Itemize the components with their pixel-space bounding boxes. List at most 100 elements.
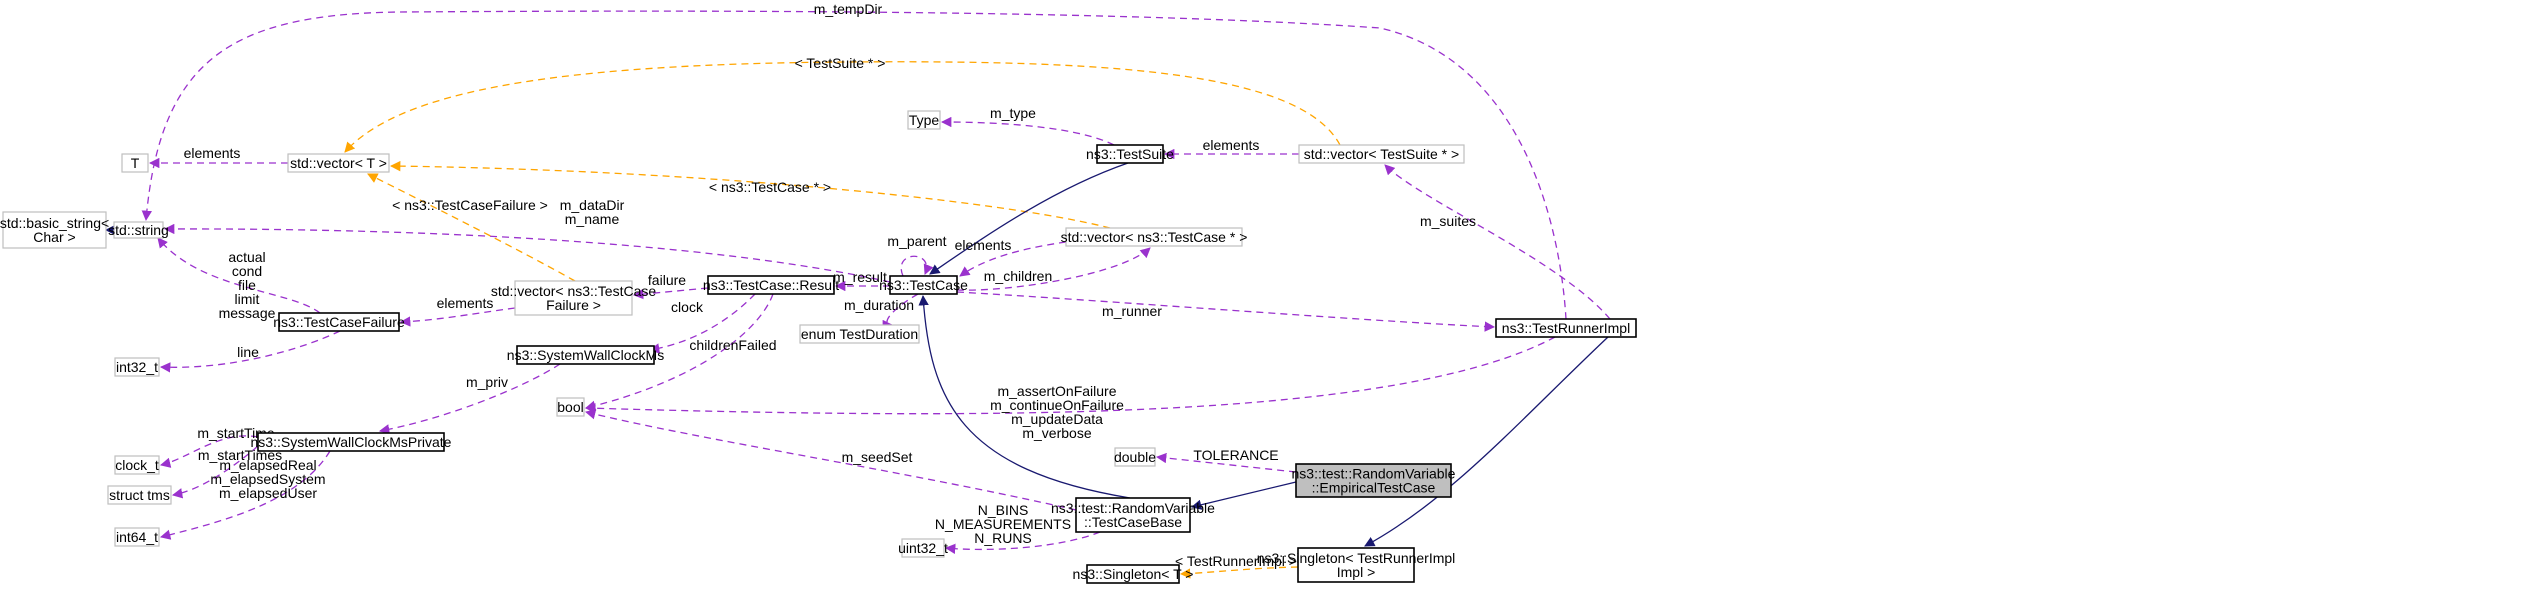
edge-label: TOLERANCE <box>1193 447 1278 463</box>
node-label: ns3::TestRunnerImpl <box>1502 320 1630 336</box>
edge-label: childrenFailed <box>689 337 776 353</box>
node-TestCase[interactable]: ns3::TestCase <box>879 275 968 295</box>
edge-inherit-TestCase <box>918 294 1131 499</box>
node-struct-tms[interactable]: struct tms <box>107 485 172 505</box>
node-label: int32_t <box>116 359 158 375</box>
node-std-basic-string[interactable]: std::basic_string<Char > <box>0 211 109 249</box>
edge-label: N_BINS <box>978 502 1029 518</box>
edge-inherit-TestSuite <box>929 162 1129 275</box>
node-label: struct tms <box>109 487 170 503</box>
node-label: ns3::SystemWallClockMs <box>507 347 664 363</box>
edge-label: < ns3::TestCaseFailure > <box>392 197 548 213</box>
node-box <box>107 485 172 505</box>
edge-startTimes <box>171 445 259 499</box>
node-RV-TestCaseBase[interactable]: ns3::test::RandomVariable::TestCaseBase <box>1051 497 1215 533</box>
node-enum-TestDuration[interactable]: enum TestDuration <box>799 324 920 344</box>
node-T[interactable]: T <box>121 153 149 173</box>
node-label: ns3::TestCaseFailure <box>273 314 405 330</box>
node-label: bool <box>557 399 583 415</box>
edge-label: message <box>219 305 276 321</box>
edge-label: elements <box>184 145 241 161</box>
node-TestCaseResult[interactable]: ns3::TestCase::Result <box>703 275 839 295</box>
edge-seedSet <box>584 409 1077 511</box>
node-vector-TestCaseFailure[interactable]: std::vector< ns3::TestCaseFailure > <box>491 280 657 316</box>
edge-parent <box>900 255 934 277</box>
node-TestSuite[interactable]: ns3::TestSuite <box>1086 144 1174 164</box>
node-int32-t[interactable]: int32_t <box>114 357 160 377</box>
edge-label: m_name <box>565 211 620 227</box>
edge-runner-flags <box>584 336 1556 415</box>
node-vector-TestSuite[interactable]: std::vector< TestSuite * > <box>1298 144 1465 164</box>
node-box <box>114 455 160 475</box>
edge-label: m_updateData <box>1011 411 1103 427</box>
node-box <box>278 312 400 332</box>
node-label: int64_t <box>116 529 158 545</box>
edge-label: line <box>237 344 259 360</box>
node-EmpiricalTestCase[interactable]: ns3::test::RandomVariable::EmpiricalTest… <box>1292 463 1456 498</box>
edge-tpl-TestSuite <box>344 61 1341 153</box>
node-std-string[interactable]: std::string <box>108 221 169 239</box>
node-box <box>516 345 655 365</box>
edge-startTime <box>159 435 259 468</box>
node-double[interactable]: double <box>1114 447 1156 467</box>
node-label: double <box>1114 449 1156 465</box>
edge-clock <box>648 293 756 354</box>
node-box <box>114 527 160 547</box>
node-label: ns3::TestCase::Result <box>703 277 839 293</box>
node-box <box>799 324 920 344</box>
node-uint32-t[interactable]: uint32_t <box>898 538 948 558</box>
edge-dataDir <box>163 223 891 283</box>
node-label: clock_t <box>115 457 159 473</box>
node-label: Type <box>909 112 940 128</box>
edge-label: clock <box>671 299 704 315</box>
node-box <box>907 110 941 130</box>
node-box <box>1297 547 1415 583</box>
edge-label: N_MEASUREMENTS <box>935 516 1071 532</box>
edge-inherit-Base <box>1190 481 1297 510</box>
node-vector-TestCase[interactable]: std::vector< ns3::TestCase * > <box>1061 227 1248 247</box>
edge-label: elements <box>437 295 494 311</box>
node-box <box>114 357 160 377</box>
node-bool[interactable]: bool <box>556 397 585 417</box>
node-box <box>257 432 445 452</box>
edge-label: < ns3::TestCase * > <box>709 179 831 195</box>
edge-tpl-Singleton <box>1179 566 1299 579</box>
edge-label: m_continueOnFailure <box>990 397 1124 413</box>
edge-type <box>940 116 1115 146</box>
node-box <box>1096 144 1164 164</box>
node-Singleton-T[interactable]: ns3::Singleton< T > <box>1073 564 1194 584</box>
edge-label: N_RUNS <box>974 530 1032 546</box>
node-TestRunnerImpl[interactable]: ns3::TestRunnerImpl <box>1495 318 1637 338</box>
edge-label: m_elapsedUser <box>219 485 317 501</box>
edge-label: m_elapsedReal <box>219 457 316 473</box>
edge-label: m_suites <box>1420 213 1476 229</box>
node-label: ns3::test::RandomVariable <box>1292 466 1456 482</box>
node-label: std::vector< ns3::TestCase <box>491 283 657 299</box>
edge-label: < TestSuite * > <box>795 55 886 71</box>
edge-label: elements <box>1203 137 1260 153</box>
node-vector-T[interactable]: std::vector< T > <box>287 153 390 173</box>
node-TestCaseFailure[interactable]: ns3::TestCaseFailure <box>273 312 405 332</box>
edge-label: m_duration <box>844 297 914 313</box>
edge-label: m_elapsedSystem <box>210 471 325 487</box>
edge-childrenFailed <box>584 293 774 411</box>
node-label: Impl > <box>1337 564 1376 580</box>
node-int64-t[interactable]: int64_t <box>114 527 160 547</box>
node-SystemWallClockMsPrivate[interactable]: ns3::SystemWallClockMsPrivate <box>251 432 452 452</box>
edge-line <box>159 330 341 373</box>
edge-label: cond <box>232 263 262 279</box>
node-box <box>1295 463 1452 498</box>
node-label: ::EmpiricalTestCase <box>1312 480 1436 496</box>
edge-label: m_runner <box>1102 303 1162 319</box>
edge-label: file <box>238 277 256 293</box>
node-box <box>1065 227 1243 247</box>
node-Type[interactable]: Type <box>907 110 941 130</box>
edge-label: m_type <box>990 105 1036 121</box>
edge-bins <box>944 531 1101 555</box>
node-clock-t[interactable]: clock_t <box>114 455 160 475</box>
edge-tempDir <box>141 10 1567 320</box>
edge-elapsed <box>159 450 331 540</box>
node-SystemWallClockMs[interactable]: ns3::SystemWallClockMs <box>507 345 664 365</box>
